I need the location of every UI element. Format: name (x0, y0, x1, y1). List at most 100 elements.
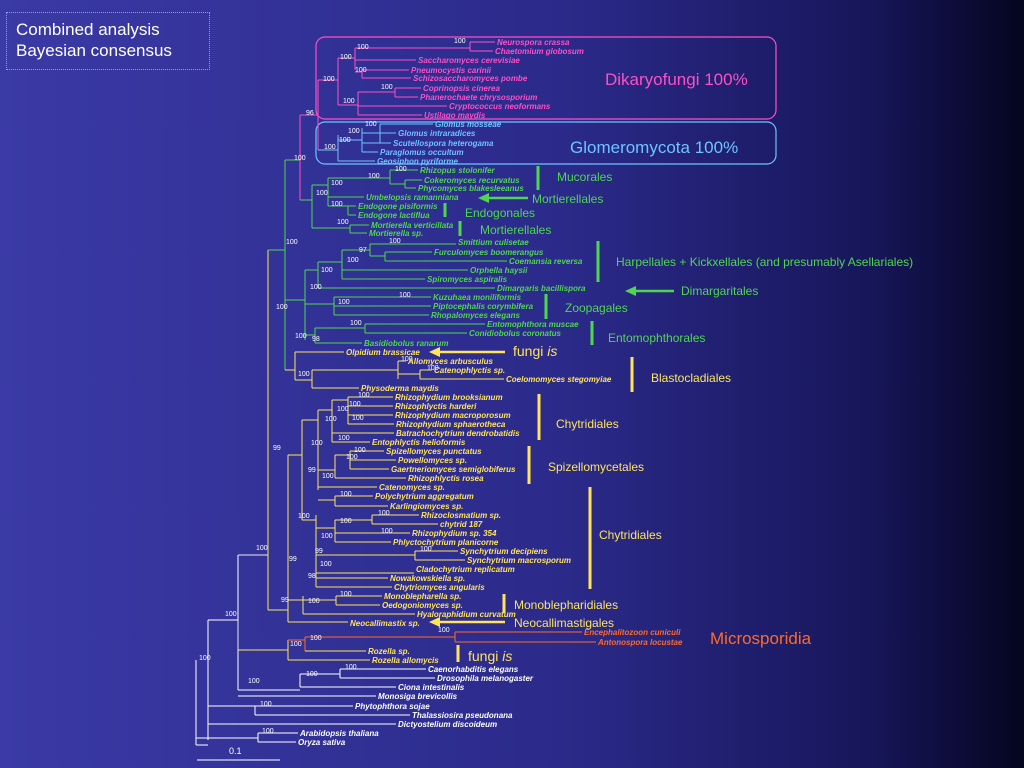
support-value: 100 (350, 320, 362, 327)
arrow-dimargaritales-head (625, 286, 636, 296)
support-value: 100 (310, 284, 322, 291)
taxon-label: Phlyctochytrium planicorne (393, 538, 499, 547)
taxon-label: Chaetomium globosum (495, 47, 584, 56)
arrow-neocallimastix-head (429, 617, 440, 627)
support-value: 100 (345, 664, 357, 671)
taxon-label: Phanerochaete chrysosporium (420, 93, 537, 102)
support-value: 100 (378, 510, 390, 517)
support-value: 100 (331, 180, 343, 187)
taxon-label: Orphella haysii (470, 266, 528, 275)
group-label: Dikaryofungi 100% (605, 70, 748, 89)
support-value: 100 (286, 239, 298, 246)
group-label: Blastocladiales (651, 371, 731, 385)
group-label: Chytridiales (556, 417, 619, 431)
arrow-mortierellales-head (478, 193, 489, 203)
support-value: 100 (337, 406, 349, 413)
taxon-label: Catenophlyctis sp. (434, 366, 505, 375)
group-label: Entomophthorales (608, 331, 705, 345)
taxon-label: Rhizophydium macroporosum (395, 411, 511, 420)
taxon-label: Allomyces arbusculus (407, 357, 493, 366)
support-value: 100 (401, 356, 413, 363)
taxon-label: Conidiobolus coronatus (469, 329, 562, 338)
group-label: Mortierellales (532, 192, 603, 206)
taxon-label: Arabidopsis thaliana (299, 729, 379, 738)
taxon-label: Karlingiomyces sp. (390, 502, 463, 511)
group-bars (443, 166, 634, 662)
support-value: 100 (295, 333, 307, 340)
support-value: 100 (298, 371, 310, 378)
support-value: 98 (312, 336, 320, 343)
taxon-label: Gaertneriomyces semiglobiferus (391, 465, 516, 474)
support-value: 100 (399, 292, 411, 299)
group-label: Glomeromycota 100% (570, 138, 738, 157)
support-value: 100 (454, 38, 466, 45)
taxon-label: Cryptococcus neoformans (449, 102, 551, 111)
support-values: 1001001001001001001009610010010010010010… (199, 38, 466, 735)
support-value: 100 (323, 76, 335, 83)
taxon-label: Olpidium brassicae (346, 348, 420, 357)
taxon-label: Rozella allomycis (372, 656, 439, 665)
taxon-label: Endogone lactiflua (358, 211, 430, 220)
fungi-word: fungi (468, 648, 502, 664)
taxon-label: Pneumocystis carinii (411, 66, 492, 75)
support-value: 100 (389, 238, 401, 245)
support-value: 100 (427, 365, 439, 372)
support-value: 99 (281, 597, 289, 604)
taxon-label: Saccharomyces cerevisiae (418, 56, 520, 65)
taxon-label: Monosiga brevicollis (378, 692, 458, 701)
support-value: 100 (276, 304, 288, 311)
taxon-label: Synchytrium macrosporum (467, 556, 571, 565)
group-label: Harpellales + Kickxellales (and presumab… (616, 255, 913, 269)
group-label: Dimargaritales (681, 284, 758, 298)
support-value: 100 (438, 627, 450, 634)
chart-title-box: Combined analysis Bayesian consensus (6, 12, 210, 70)
support-value: 100 (248, 678, 260, 685)
support-value: 100 (306, 671, 318, 678)
taxon-label: Paraglomus occultum (380, 148, 464, 157)
taxon-label: Coemansia reversa (509, 257, 583, 266)
dikaryofungi-box (315, 36, 777, 120)
support-value: 97 (359, 247, 367, 254)
taxon-label: Synchytrium decipiens (460, 547, 548, 556)
support-value: 100 (395, 166, 407, 173)
support-value: 100 (199, 655, 211, 662)
taxon-label: Cladochytrium replicatum (416, 565, 515, 574)
taxon-label: Scutellospora heterogama (393, 139, 494, 148)
taxon-label: Antonospora locustae (597, 638, 683, 647)
support-value: 100 (321, 533, 333, 540)
taxon-label: Nowakowskiella sp. (390, 574, 465, 583)
support-value: 100 (340, 518, 352, 525)
taxon-label: Neocallimastix sp. (350, 619, 420, 628)
taxon-label: Entomophthora muscae (487, 320, 579, 329)
taxon-label: Drosophila melanogaster (437, 674, 534, 683)
taxon-label: Geosiphon pyriforme (377, 157, 458, 166)
is-word: is (502, 648, 512, 664)
support-value: 100 (298, 513, 310, 520)
taxon-label: Piptocephalis corymbifera (433, 302, 534, 311)
group-label: Spizellomycetales (548, 460, 644, 474)
taxon-label: Phycomyces blakesleeanus (418, 184, 524, 193)
glomeromycota-box (315, 121, 777, 165)
group-label: Zoopagales (565, 301, 628, 315)
taxon-label: Neurospora crassa (497, 38, 570, 47)
taxon-label: Glomus intraradices (398, 129, 476, 138)
support-value: 100 (321, 267, 333, 274)
support-value: 100 (347, 257, 359, 264)
support-value: 100 (357, 44, 369, 51)
support-value: 100 (338, 435, 350, 442)
support-value: 100 (358, 392, 370, 399)
taxon-label: Caenorhabditis elegans (428, 665, 519, 674)
taxon-label: Rhizophlyctis harderi (395, 402, 477, 411)
support-value: 100 (256, 545, 268, 552)
group-label: Mortierellales (480, 223, 551, 237)
support-value: 99 (315, 548, 323, 555)
taxon-label: Cokeromyces recurvatus (424, 176, 520, 185)
taxon-label: Umbelopsis ramanniana (366, 193, 459, 202)
taxon-label: Basidiobolus ranarum (364, 339, 448, 348)
taxon-label: Smittium culisetae (458, 238, 529, 247)
taxon-label: Rozella sp. (368, 647, 410, 656)
taxon-label: Physoderma maydis (361, 384, 439, 393)
taxon-label: Rhizopus stolonifer (420, 166, 496, 175)
